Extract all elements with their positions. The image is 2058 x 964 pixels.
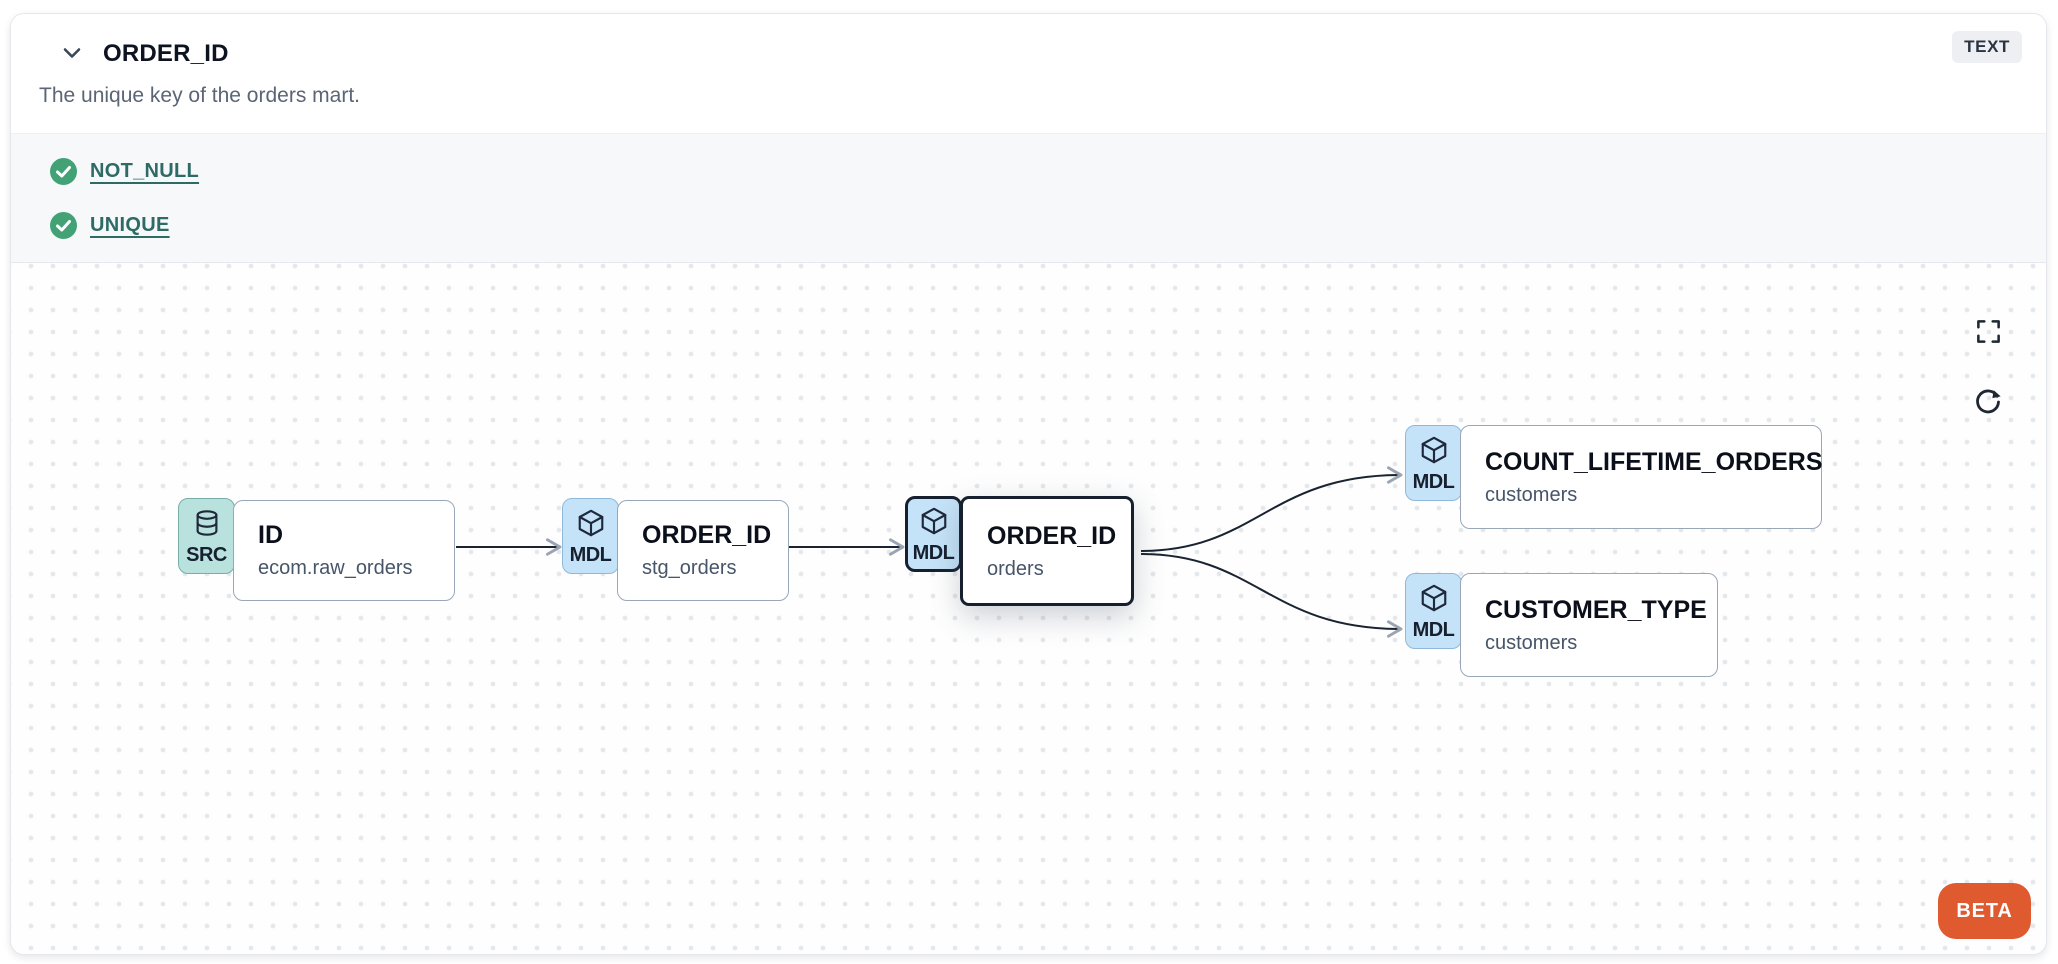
node-title: COUNT_LIFETIME_ORDERS	[1485, 447, 1823, 476]
test-row: NOT_NULL	[50, 158, 2046, 185]
lineage-edges	[456, 466, 1403, 638]
refresh-icon	[1974, 388, 2002, 419]
node-badge-src: SRC	[178, 498, 235, 574]
node-title: ID	[258, 521, 283, 549]
column-title: ORDER_ID	[103, 40, 229, 67]
node-title: CUSTOMER_TYPE	[1485, 595, 1707, 624]
check-circle-icon	[50, 212, 77, 239]
fullscreen-icon	[1975, 318, 2002, 348]
lineage-canvas[interactable]: SRC ID ecom.raw_orders MDL ORDE	[11, 263, 2046, 954]
column-type-badge: TEXT	[1952, 31, 2022, 63]
node-badge-mdl: MDL	[905, 496, 962, 572]
node-badge-label: MDL	[569, 544, 612, 566]
node-badge-label: MDL	[1412, 619, 1455, 641]
node-subtitle: ecom.raw_orders	[258, 557, 413, 579]
node-title: ORDER_ID	[642, 521, 772, 549]
database-icon	[192, 508, 222, 543]
test-row: UNIQUE	[50, 212, 2046, 239]
cube-icon	[1419, 435, 1449, 470]
chevron-down-icon	[60, 41, 84, 68]
collapse-button[interactable]	[56, 38, 88, 70]
beta-badge: BETA	[1938, 883, 2031, 939]
column-details-panel: ORDER_ID TEXT The unique key of the orde…	[10, 13, 2047, 955]
fullscreen-button[interactable]	[1965, 310, 2011, 356]
node-badge-label: MDL	[912, 542, 955, 564]
cube-icon	[919, 506, 949, 541]
tests-section: NOT_NULL UNIQUE	[11, 133, 2046, 263]
node-subtitle: stg_orders	[642, 557, 737, 579]
node-badge-mdl: MDL	[1405, 425, 1462, 501]
node-card: ID ecom.raw_orders	[233, 500, 455, 601]
node-subtitle: customers	[1485, 631, 1578, 654]
node-card: COUNT_LIFETIME_ORDERS customers	[1460, 425, 1823, 529]
column-description: The unique key of the orders mart.	[39, 84, 360, 107]
panel-header: ORDER_ID TEXT The unique key of the orde…	[11, 14, 2046, 133]
cube-icon	[576, 508, 606, 543]
cube-icon	[1419, 583, 1449, 618]
node-card: ORDER_ID stg_orders	[617, 500, 789, 601]
node-card: ORDER_ID orders	[960, 496, 1134, 606]
node-badge-mdl: MDL	[1405, 573, 1462, 649]
node-subtitle: customers	[1485, 483, 1578, 506]
test-link-unique[interactable]: UNIQUE	[90, 214, 170, 236]
node-title: ORDER_ID	[987, 521, 1117, 550]
node-badge-label: MDL	[1412, 471, 1455, 493]
node-badge-label: SRC	[186, 544, 227, 566]
refresh-button[interactable]	[1965, 380, 2011, 426]
node-subtitle: orders	[987, 557, 1044, 580]
test-link-not-null[interactable]: NOT_NULL	[90, 160, 200, 182]
node-badge-mdl: MDL	[562, 498, 619, 574]
node-card: CUSTOMER_TYPE customers	[1460, 573, 1718, 677]
check-circle-icon	[50, 158, 77, 185]
